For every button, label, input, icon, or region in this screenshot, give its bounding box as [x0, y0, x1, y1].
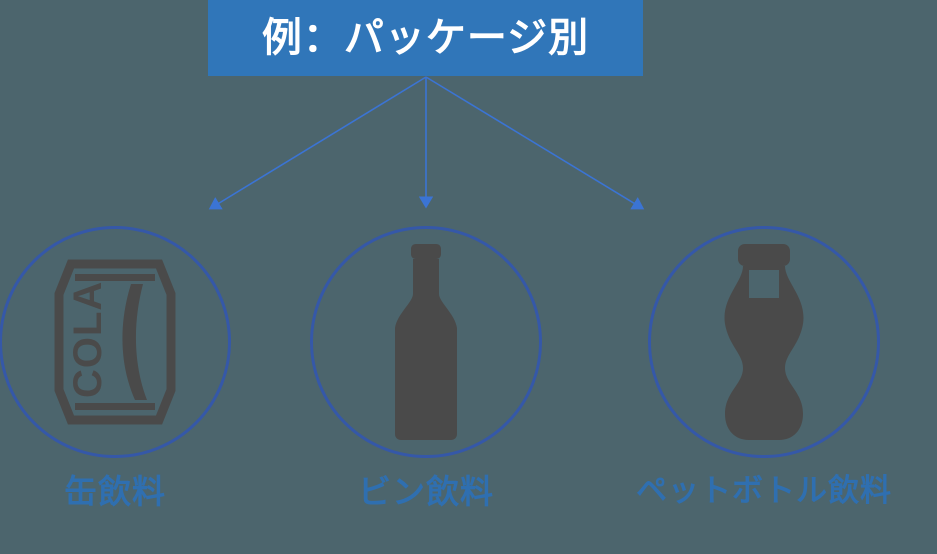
title-box: 例：パッケージ別 — [208, 0, 643, 76]
soda-can-icon: COLA — [54, 259, 176, 425]
category-bottle-circle-wrap — [276, 226, 576, 458]
category-pet-bottle-label: ペットボトル飲料 — [636, 473, 892, 508]
glass-bottle-icon — [395, 244, 457, 440]
can-cola-text: COLA — [66, 281, 110, 398]
category-can[interactable]: COLA 缶飲料 — [0, 226, 265, 512]
circle-outline — [648, 226, 880, 458]
category-glass-bottle-label: ビン飲料 — [358, 473, 494, 510]
title-label: 例：パッケージ別 — [261, 16, 590, 60]
category-glass-bottle[interactable]: ビン飲料 — [276, 226, 576, 512]
category-pet-circle-wrap — [614, 226, 914, 458]
category-can-label: 缶飲料 — [64, 473, 166, 510]
pet-bottle-icon — [724, 244, 804, 440]
circle-outline — [310, 226, 542, 458]
circle-outline — [0, 226, 231, 458]
category-can-circle-wrap: COLA — [0, 226, 265, 458]
category-pet-bottle[interactable]: ペットボトル飲料 — [614, 226, 914, 509]
